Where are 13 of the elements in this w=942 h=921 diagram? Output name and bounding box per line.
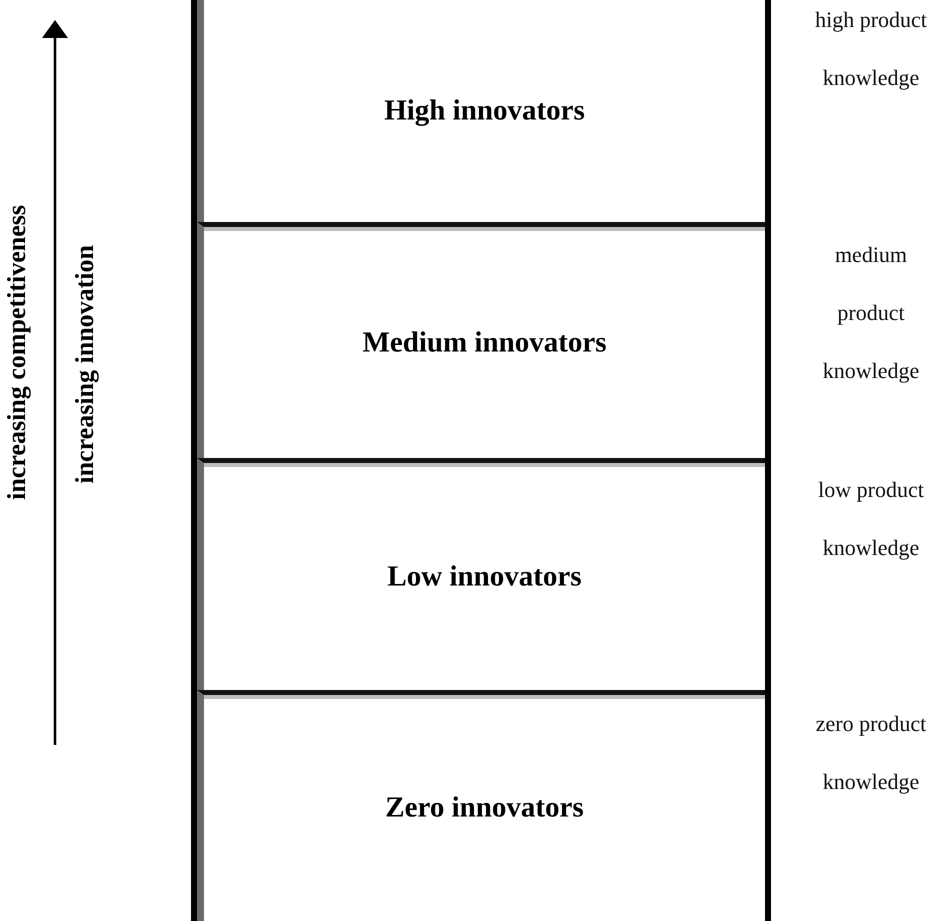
axis-label: increasing competitiveness xyxy=(2,205,32,500)
ladder-section xyxy=(197,222,765,458)
section-title: Medium innovators xyxy=(362,326,607,359)
section-title: Low innovators xyxy=(387,560,582,593)
axis-label: increasing innovation xyxy=(70,245,100,484)
ladder-section xyxy=(197,690,765,921)
section-title: High innovators xyxy=(384,94,585,128)
ladder-section xyxy=(197,458,765,690)
side-note: high product knowledge xyxy=(814,6,928,92)
side-note: zero product knowledge xyxy=(814,710,928,796)
section-title: Zero innovators xyxy=(385,792,584,824)
side-note: low product knowledge xyxy=(817,476,925,562)
side-note: medium product knowledge xyxy=(822,241,920,385)
